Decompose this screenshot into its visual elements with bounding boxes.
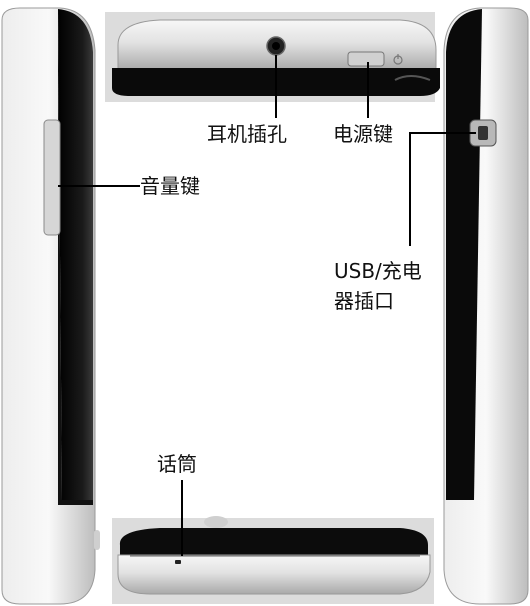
top-view [105,12,440,102]
microphone-label: 话筒 [157,452,197,476]
volume-key-label: 音量键 [140,174,200,198]
power-icon [393,54,403,65]
left-side-view [1,7,100,605]
microphone-hole [175,560,181,564]
power-key-button [347,51,385,67]
power-key-label: 电源键 [333,122,393,146]
volume-key-button [43,119,61,236]
right-side-view [443,7,529,605]
usb-port-label: USB/充电 器插口 [334,259,422,313]
earphone-jack-label: 耳机插孔 [207,122,287,146]
bottom-view [112,516,434,604]
leader-lines [58,55,476,556]
